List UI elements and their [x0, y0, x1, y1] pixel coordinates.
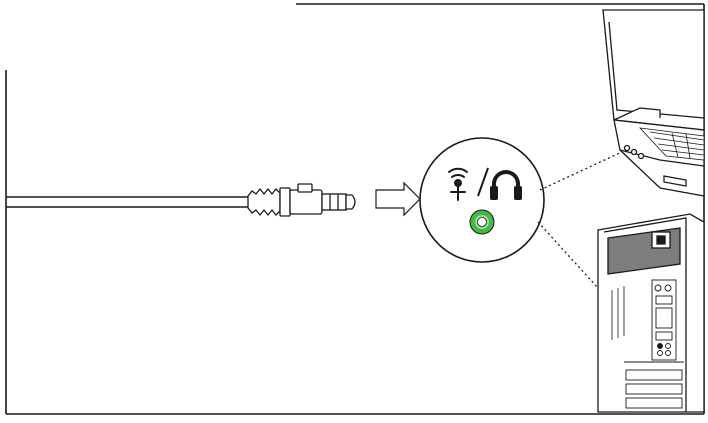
slash-separator	[477, 167, 489, 197]
green-audio-jack	[469, 209, 495, 235]
speaker-out-icon	[448, 167, 468, 201]
arrow-icon	[375, 181, 421, 217]
laptop	[602, 9, 705, 197]
laptop-keyboard	[638, 127, 705, 161]
audio-plug	[247, 183, 356, 217]
headphones-icon	[490, 170, 522, 200]
jack-detail-callout	[419, 137, 545, 263]
desktop-tower	[597, 213, 705, 413]
rear-io-ports	[651, 279, 677, 361]
expansion-slots	[624, 361, 684, 409]
audio-cable	[6, 196, 250, 208]
